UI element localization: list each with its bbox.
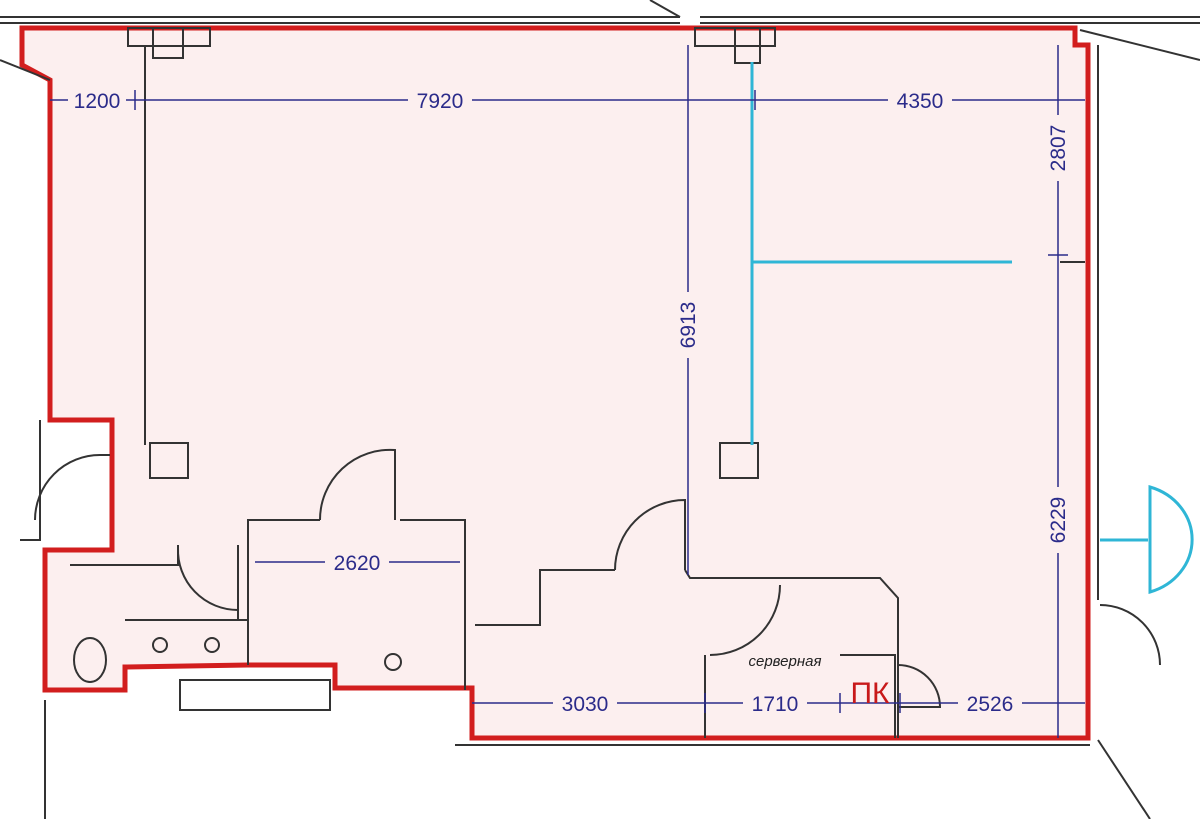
dimension-right-upper: 2807 [1047, 125, 1070, 172]
doors [34, 448, 1161, 708]
dimension-center-vertical: 6913 [677, 302, 700, 349]
dimension-top-middle: 7920 [417, 90, 464, 113]
dimension-top-right: 4350 [897, 90, 944, 113]
glass-partitions [750, 62, 1194, 594]
pk-label: ПК [850, 677, 890, 710]
server-room-label: серверная [749, 653, 822, 670]
dimension-bottom-1: 3030 [562, 693, 609, 716]
top-exterior-wall [0, 0, 1200, 61]
leased-area-outline [19, 25, 1091, 741]
dimension-right-lower: 6229 [1047, 497, 1070, 544]
dimension-top-left: 1200 [74, 90, 121, 113]
dimension-bottom-3: 2526 [967, 693, 1014, 716]
dimension-bottom-2: 1710 [752, 693, 799, 716]
dimension-wc-width: 2620 [334, 552, 381, 575]
